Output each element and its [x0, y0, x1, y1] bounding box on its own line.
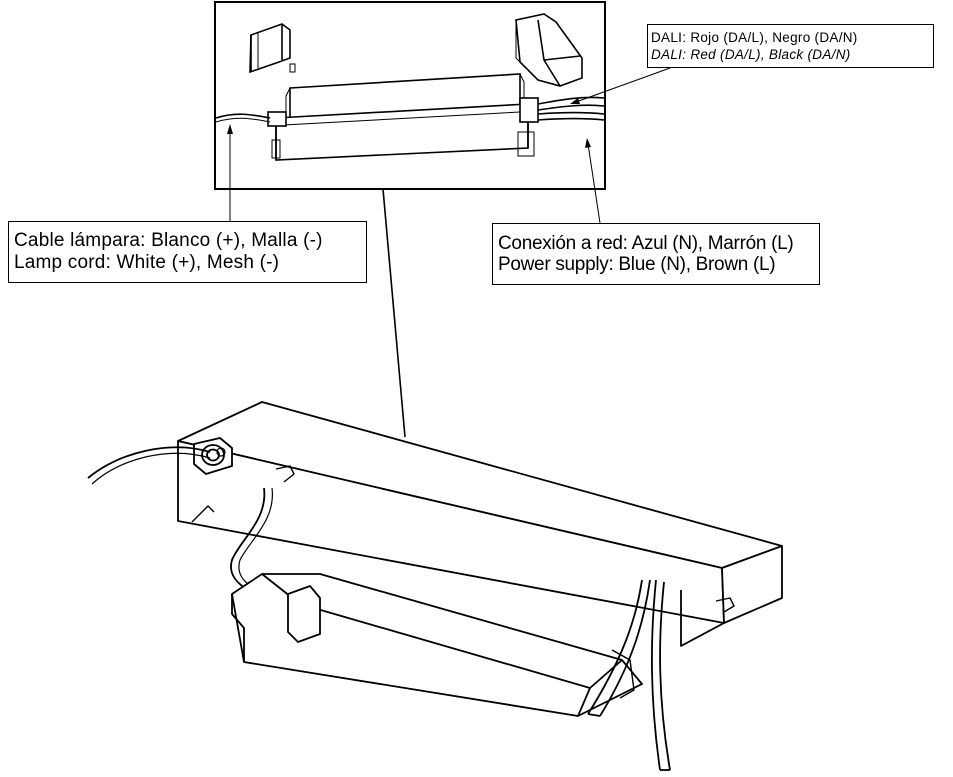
- power-cables-external: [587, 579, 671, 771]
- dali-label-es: DALI: Rojo (DA/L), Negro (DA/N): [651, 30, 858, 45]
- lamp-cord-external: [87, 446, 211, 479]
- left-end-cap: [249, 23, 296, 74]
- leader-dali: [575, 67, 671, 103]
- lamp-cord-label: Cable lámpara: Blanco (+), Malla (-) Lam…: [8, 221, 367, 283]
- lamp-cord-label-es: Cable lámpara: Blanco (+), Malla (-): [14, 230, 323, 251]
- power-supply-label-en: Power supply: Blue (N), Brown (L): [498, 254, 776, 275]
- power-supply-label: Conexión a red: Azul (N), Marrón (L) Pow…: [492, 223, 820, 285]
- dali-label: DALI: Rojo (DA/L), Negro (DA/N) DALI: Re…: [647, 24, 934, 68]
- lamp-cord-label-en: Lamp cord: White (+), Mesh (-): [14, 252, 280, 273]
- right-end-cap: [515, 13, 583, 87]
- leader-power: [587, 143, 601, 224]
- power-supply-label-es: Conexión a red: Azul (N), Marrón (L): [498, 233, 794, 254]
- luminaire: [87, 401, 783, 771]
- detail-inset: [214, 1, 671, 224]
- lamp-cord-wire: [215, 113, 271, 119]
- power-wires: [537, 96, 605, 121]
- detail-leader: [382, 188, 406, 438]
- driver-body: [267, 73, 539, 161]
- dali-label-en: DALI: Red (DA/L), Black (DA/N): [651, 47, 851, 62]
